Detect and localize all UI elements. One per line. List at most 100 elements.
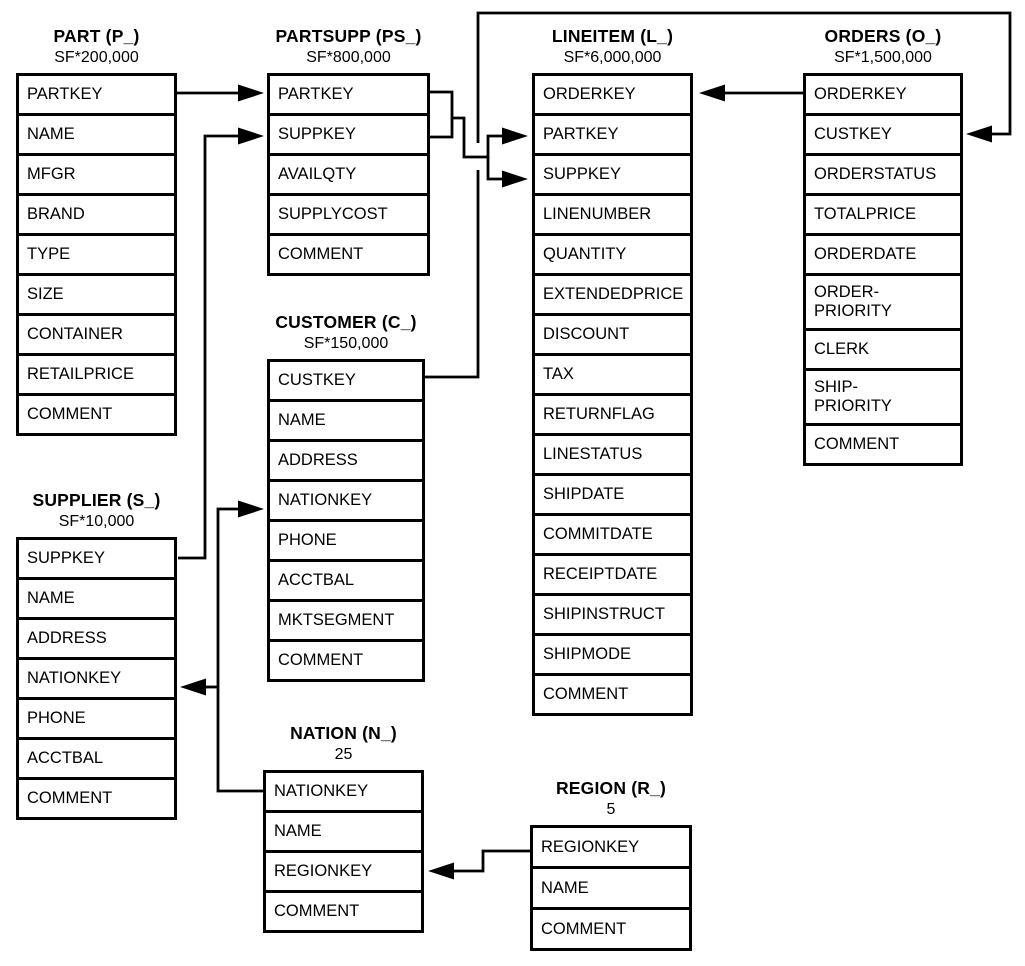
relationship-partsupp-lineitem-partkey <box>429 90 528 159</box>
lineitem-field-returnflag: RETURNFLAG <box>532 393 693 436</box>
arrowhead-icon <box>502 170 528 188</box>
supplier-field-nationkey: NATIONKEY <box>16 657 177 700</box>
customer-field-mktsegment: MKTSEGMENT <box>267 599 425 642</box>
field-label: LINESTATUS <box>543 445 643 463</box>
part-cardinality: SF*200,000 <box>54 49 139 66</box>
nation-cardinality: 25 <box>334 746 353 763</box>
field-label: PHONE <box>27 709 86 727</box>
orders-field-clerk: CLERK <box>803 328 963 371</box>
part-table-title: PART (P_) <box>53 26 140 46</box>
relationship-line <box>429 118 504 181</box>
field-label: SHIPINSTRUCT <box>543 605 665 623</box>
field-label: NAME <box>27 589 75 607</box>
orders-field-totalprice: TOTALPRICE <box>803 193 963 236</box>
field-label: TAX <box>543 365 574 383</box>
field-label: PARTKEY <box>543 125 619 143</box>
lineitem-field-quantity: QUANTITY <box>532 233 693 276</box>
field-label: REGIONKEY <box>274 862 373 880</box>
field-label: TYPE <box>27 245 71 263</box>
field-label: AVAILQTY <box>278 165 357 183</box>
customer-field-phone: PHONE <box>267 519 425 562</box>
customer-field-address: ADDRESS <box>267 439 425 482</box>
field-label: NAME <box>541 878 589 897</box>
lineitem-field-discount: DISCOUNT <box>532 313 693 356</box>
field-label: COMMENT <box>27 405 113 423</box>
field-label: SIZE <box>27 285 64 303</box>
field-label: SHIP- PRIORITY <box>814 378 892 415</box>
partsupp-table-header: PARTSUPP (PS_)SF*800,000 <box>237 26 460 68</box>
lineitem-cardinality: SF*6,000,000 <box>563 49 662 66</box>
lineitem-field-linenumber: LINENUMBER <box>532 193 693 236</box>
field-label: SUPPKEY <box>543 165 621 183</box>
relationship-orders-lineitem <box>699 84 803 102</box>
orders-table-header: ORDERS (O_)SF*1,500,000 <box>773 26 993 68</box>
field-label: COMMITDATE <box>543 525 653 543</box>
relationship-nation-supplier <box>180 678 218 696</box>
field-label: PHONE <box>278 531 337 549</box>
table-partsupp: PARTKEY SUPPKEY AVAILQTY SUPPLYCOST COMMENT <box>267 73 430 276</box>
lineitem-table-title: LINEITEM (L_) <box>551 26 674 46</box>
field-label: REGIONKEY <box>541 837 640 856</box>
partsupp-field-supplycost: SUPPLYCOST <box>267 193 430 236</box>
part-field-container: CONTAINER <box>16 313 177 356</box>
supplier-field-acctbal: ACCTBAL <box>16 737 177 780</box>
lineitem-table-header: LINEITEM (L_) SF*6,000,000 <box>502 26 723 68</box>
nation-field-nationkey: NATIONKEY <box>263 770 424 813</box>
region-table-header: REGION (R_)5 <box>500 778 722 820</box>
partsupp-field-availqty: AVAILQTY <box>267 153 430 196</box>
arrowhead-icon <box>238 127 264 145</box>
lineitem-field-shipdate: SHIPDATE <box>532 473 693 516</box>
field-label: ADDRESS <box>278 451 358 469</box>
supplier-cardinality: SF*10,000 <box>58 513 135 530</box>
orders-field-comment: COMMENT <box>803 423 963 466</box>
field-label: QUANTITY <box>543 245 627 263</box>
arrowhead-icon <box>966 125 992 143</box>
field-label: CLERK <box>814 340 870 358</box>
lineitem-field-comment: COMMENT <box>532 673 693 716</box>
part-field-mfgr: MFGR <box>16 153 177 196</box>
arrowhead-icon <box>238 84 264 102</box>
field-label: DISCOUNT <box>543 325 630 343</box>
lineitem-field-shipmode: SHIPMODE <box>532 633 693 676</box>
partsupp-field-comment: COMMENT <box>267 233 430 276</box>
field-label: SUPPLYCOST <box>278 205 388 223</box>
supplier-table-title: SUPPLIER (S_) <box>32 490 161 510</box>
lineitem-field-extendedprice: EXTENDEDPRICE <box>532 273 693 316</box>
field-label: ACCTBAL <box>278 571 355 589</box>
supplier-field-phone: PHONE <box>16 697 177 740</box>
field-label: RETAILPRICE <box>27 365 134 383</box>
supplier-field-address: ADDRESS <box>16 617 177 660</box>
field-label: COMMENT <box>274 902 360 920</box>
field-label: CONTAINER <box>27 325 123 343</box>
field-label: MKTSEGMENT <box>278 611 395 629</box>
partsupp-field-suppkey: SUPPKEY <box>267 113 430 156</box>
part-table-header: PART (P_) SF*200,000 <box>0 26 207 68</box>
arrowhead-icon <box>699 84 725 102</box>
orders-field-ship-priority: SHIP- PRIORITY <box>803 368 963 426</box>
part-field-brand: BRAND <box>16 193 177 236</box>
supplier-table-header: SUPPLIER (S_) SF*10,000 <box>0 490 207 532</box>
customer-field-custkey: CUSTKEY <box>267 359 425 402</box>
customer-table-title: CUSTOMER (C_) <box>275 312 417 332</box>
part-field-partkey: PARTKEY <box>16 73 177 116</box>
region-field-name: NAME <box>530 866 692 910</box>
arrowhead-icon <box>502 127 528 145</box>
nation-table-header: NATION (N_) 25 <box>233 723 454 765</box>
nation-table-title: NATION (N_) <box>290 723 397 743</box>
nation-field-name: NAME <box>263 810 424 853</box>
field-label: BRAND <box>27 205 85 223</box>
arrowhead-icon <box>180 678 206 696</box>
field-label: NAME <box>274 822 322 840</box>
field-label: ORDERSTATUS <box>814 165 937 183</box>
field-label: PARTKEY <box>278 85 354 103</box>
supplier-field-name: NAME <box>16 577 177 620</box>
field-label: SHIPDATE <box>543 485 625 503</box>
table-nation: NATIONKEY NAME REGIONKEY COMMENT <box>263 770 424 933</box>
field-label: CUSTKEY <box>814 125 892 143</box>
part-field-name: NAME <box>16 113 177 156</box>
field-label: ORDER- PRIORITY <box>814 283 892 320</box>
field-label: ACCTBAL <box>27 749 104 767</box>
field-label: COMMENT <box>543 685 629 703</box>
